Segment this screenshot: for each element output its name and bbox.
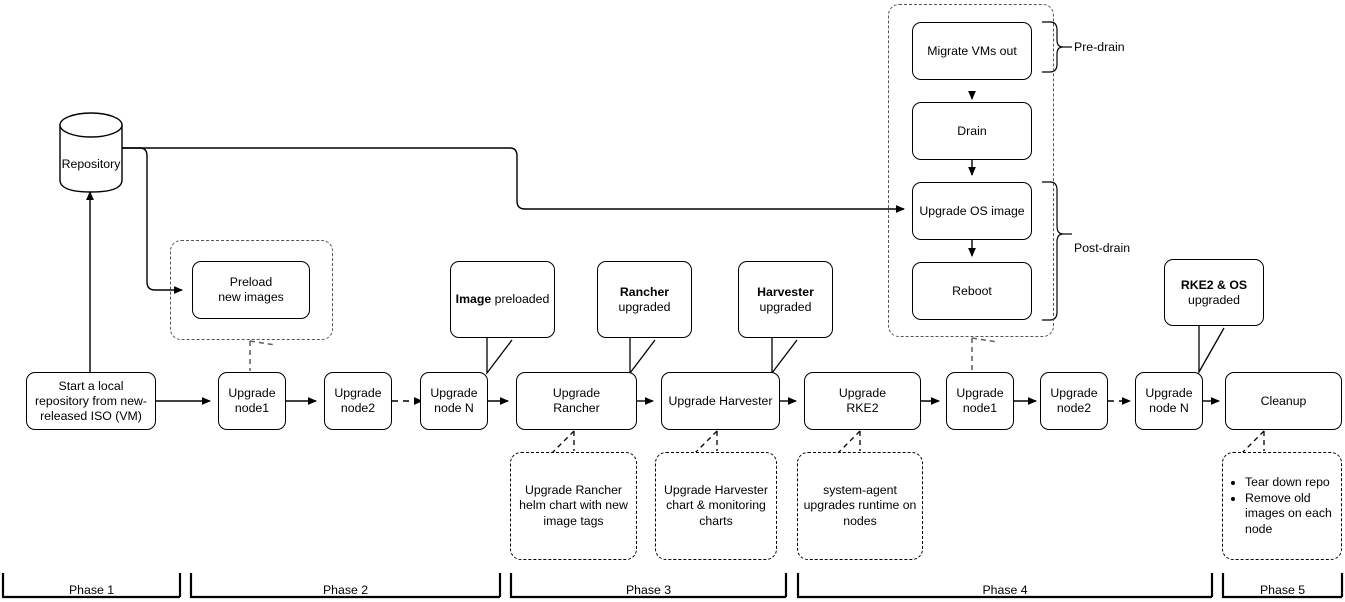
tail-rke2-os-upgraded	[1198, 325, 1225, 375]
node-upgrade-node1-phase2[interactable]: Upgrade node1	[218, 372, 286, 430]
note-upgrade-rke2-line3: nodes	[843, 513, 877, 528]
callout-rancher-upgraded-rest: upgraded	[618, 299, 671, 314]
tail-harvester-upgraded	[771, 337, 798, 375]
node-start-repo-line1: Start a local	[58, 378, 124, 393]
phase-label-1: Phase 1	[68, 583, 115, 597]
node-drain[interactable]: Drain	[912, 102, 1032, 160]
note-upgrade-rke2-line1: system-agent	[823, 482, 897, 497]
note-upgrade-rancher-line1: Upgrade Rancher	[524, 482, 623, 497]
node-cleanup[interactable]: Cleanup	[1225, 372, 1342, 430]
callout-harvester-upgraded-bold: Harvester	[757, 284, 814, 299]
tail-drain-group	[971, 337, 998, 371]
node-upgrade-node2-phase2-line2: node2	[340, 401, 376, 415]
note-upgrade-rke2-line2: upgrades runtime on	[803, 498, 917, 513]
node-preload-new-images[interactable]: Preload new images	[192, 261, 310, 319]
wire-repository-to-upgrade-os-image	[122, 147, 905, 213]
node-upgrade-nodeN-phase4-line2: node N	[1149, 401, 1189, 415]
label-post-drain: Post-drain	[1074, 241, 1131, 255]
node-start-repo-line2: repository from new-	[34, 393, 148, 408]
note-cleanup-bullet-2: Remove old images on each node	[1245, 491, 1341, 538]
note-upgrade-harvester-line1: Upgrade Harvester	[664, 482, 768, 497]
callout-rke2-os-upgraded-rest: upgraded	[1188, 292, 1240, 307]
node-upgrade-os-image-label: Upgrade OS image	[919, 203, 1025, 218]
node-upgrade-rke2[interactable]: Upgrade RKE2	[804, 372, 921, 430]
node-upgrade-rancher-line1: Upgrade	[552, 386, 601, 400]
callout-image-preloaded: Image preloaded	[450, 261, 555, 338]
note-upgrade-rke2: system-agent upgrades runtime on nodes	[797, 452, 923, 560]
node-upgrade-node2-phase4[interactable]: Upgrade node2	[1040, 372, 1108, 430]
node-drain-label: Drain	[957, 123, 987, 138]
callout-harvester-upgraded: Harvester upgraded	[738, 261, 833, 338]
node-upgrade-rke2-line2: RKE2	[846, 401, 879, 415]
node-migrate-vms-out-label: Migrate VMs out	[927, 43, 1017, 58]
tail-note-rke2	[837, 430, 861, 454]
repository-label: Repository	[61, 157, 121, 171]
callout-image-preloaded-rest: preloaded	[491, 292, 550, 306]
node-upgrade-node1-phase4-line1: Upgrade	[956, 386, 1004, 400]
callout-rancher-upgraded: Rancher upgraded	[597, 261, 692, 338]
note-upgrade-harvester: Upgrade Harvester chart & monitoring cha…	[655, 452, 777, 560]
node-upgrade-node2-phase2[interactable]: Upgrade node2	[324, 372, 392, 430]
label-pre-drain: Pre-drain	[1074, 40, 1125, 54]
tail-note-cleanup	[1241, 430, 1265, 454]
node-start-repo-line3: released ISO (VM)	[40, 408, 142, 423]
note-upgrade-rancher-line2: helm chart with	[519, 498, 602, 513]
node-start-repo[interactable]: Start a local repository from new- relea…	[26, 372, 156, 430]
node-upgrade-rke2-line1: Upgrade	[838, 386, 887, 400]
node-upgrade-rancher-line2: Rancher	[553, 401, 600, 415]
tail-rancher-upgraded	[629, 337, 656, 375]
phase-label-2: Phase 2	[322, 583, 369, 597]
node-upgrade-nodeN-phase4[interactable]: Upgrade node N	[1135, 372, 1203, 430]
callout-rke2-os-upgraded-bold: RKE2 & OS	[1180, 277, 1248, 292]
node-reboot-label: Reboot	[952, 283, 992, 298]
node-upgrade-harvester[interactable]: Upgrade Harvester	[661, 372, 780, 430]
repository-cylinder	[59, 112, 123, 193]
note-upgrade-harvester-line3: charts	[699, 513, 733, 528]
note-cleanup-list: Tear down repo Remove old images on each…	[1229, 475, 1341, 537]
note-cleanup-bullet-1: Tear down repo	[1245, 475, 1341, 491]
phase-label-5: Phase 5	[1259, 583, 1306, 597]
note-upgrade-rancher: Upgrade Rancher helm chart with new imag…	[510, 452, 637, 560]
node-upgrade-node1-phase4-line2: node1	[962, 401, 998, 415]
node-cleanup-line1: Cleanup	[1260, 393, 1307, 408]
node-upgrade-nodeN-phase2-line1: Upgrade	[430, 386, 478, 400]
node-preload-line2: new images	[218, 290, 284, 304]
tail-preload-group	[249, 340, 276, 371]
node-preload-line1: Preload	[229, 275, 273, 289]
node-reboot[interactable]: Reboot	[912, 262, 1032, 320]
tail-note-harvester	[694, 430, 718, 454]
node-upgrade-harvester-line1: Upgrade Harvester	[668, 393, 773, 408]
node-upgrade-nodeN-phase2[interactable]: Upgrade node N	[420, 372, 488, 430]
node-upgrade-node2-phase2-line1: Upgrade	[334, 386, 382, 400]
phase-label-3: Phase 3	[625, 583, 672, 597]
node-upgrade-node1-phase2-line2: node1	[234, 401, 270, 415]
tail-note-rancher	[551, 430, 575, 454]
note-upgrade-harvester-line2: chart & monitoring	[666, 498, 766, 513]
node-upgrade-rancher[interactable]: Upgrade Rancher	[516, 372, 637, 430]
node-upgrade-node2-phase4-line1: Upgrade	[1050, 386, 1098, 400]
phase-label-4: Phase 4	[982, 583, 1028, 597]
tail-image-preloaded	[486, 337, 513, 375]
callout-rke2-os-upgraded: RKE2 & OS upgraded	[1164, 259, 1264, 326]
node-upgrade-node1-phase4[interactable]: Upgrade node1	[946, 372, 1014, 430]
note-upgrade-rancher-line3: new image tags	[543, 498, 628, 528]
node-upgrade-nodeN-phase2-line2: node N	[434, 401, 474, 415]
note-cleanup: Tear down repo Remove old images on each…	[1222, 452, 1342, 560]
node-upgrade-node1-phase2-line1: Upgrade	[228, 386, 276, 400]
callout-image-preloaded-bold: Image	[455, 292, 492, 306]
node-upgrade-node2-phase4-line2: node2	[1056, 401, 1092, 415]
node-upgrade-os-image[interactable]: Upgrade OS image	[912, 182, 1032, 240]
node-upgrade-nodeN-phase4-line1: Upgrade	[1145, 386, 1193, 400]
node-migrate-vms-out[interactable]: Migrate VMs out	[912, 22, 1032, 80]
callout-harvester-upgraded-rest: upgraded	[759, 299, 812, 314]
callout-rancher-upgraded-bold: Rancher	[619, 284, 670, 299]
